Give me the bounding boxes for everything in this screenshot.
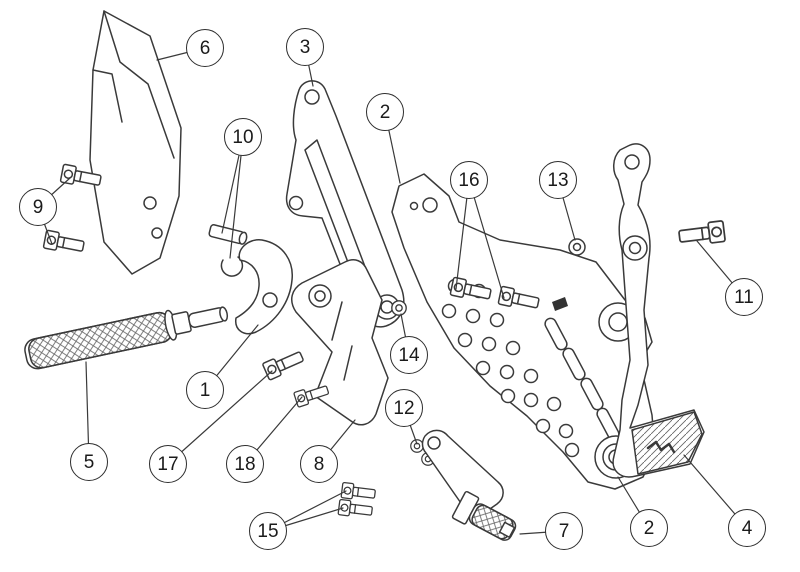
part-circlip xyxy=(220,256,244,277)
leader-line-17 xyxy=(167,370,273,465)
part-lever-bolt-15a xyxy=(340,481,377,503)
part-adjuster-bolt-18 xyxy=(292,381,331,408)
callout-17: 17 xyxy=(149,445,187,483)
part-peg-clevis xyxy=(235,239,293,335)
callout-18: 18 xyxy=(226,445,264,483)
part-heel-bracket-rear xyxy=(612,143,705,478)
callout-15: 15 xyxy=(249,512,287,550)
part-footpeg xyxy=(24,306,229,370)
callout-3: 3 xyxy=(286,28,324,66)
callout-10: 10 xyxy=(224,118,262,156)
leader-line-10 xyxy=(229,136,244,259)
callout-5: 5 xyxy=(70,443,108,481)
callout-16: 16 xyxy=(450,161,488,199)
callout-4: 4 xyxy=(728,509,766,547)
part-washer-13 xyxy=(568,238,586,256)
callout-7: 7 xyxy=(545,512,583,550)
part-clevis-pin xyxy=(208,224,248,245)
part-pivot-bolt-11 xyxy=(677,219,727,248)
part-lever-bolt-15b xyxy=(337,498,374,520)
part-spacer-14 xyxy=(391,300,407,316)
callout-14: 14 xyxy=(390,336,428,374)
leader-line-16 xyxy=(468,179,505,299)
callout-6: 6 xyxy=(186,29,224,67)
callout-1: 1 xyxy=(186,371,224,409)
callout-12: 12 xyxy=(385,389,423,427)
callout-2-2: 2 xyxy=(630,509,668,547)
callout-11: 11 xyxy=(725,278,763,316)
brand-mark-icon xyxy=(552,297,568,311)
part-heel-guard-plate xyxy=(89,10,182,275)
part-shift-lever xyxy=(421,429,517,541)
callout-2: 2 xyxy=(366,93,404,131)
part-mount-block xyxy=(290,259,389,426)
callout-13: 13 xyxy=(539,161,577,199)
part-mount-bolt-9b xyxy=(42,229,86,257)
callout-8: 8 xyxy=(300,445,338,483)
callout-9: 9 xyxy=(19,188,57,226)
part-adjuster-bolt-17 xyxy=(261,347,307,381)
